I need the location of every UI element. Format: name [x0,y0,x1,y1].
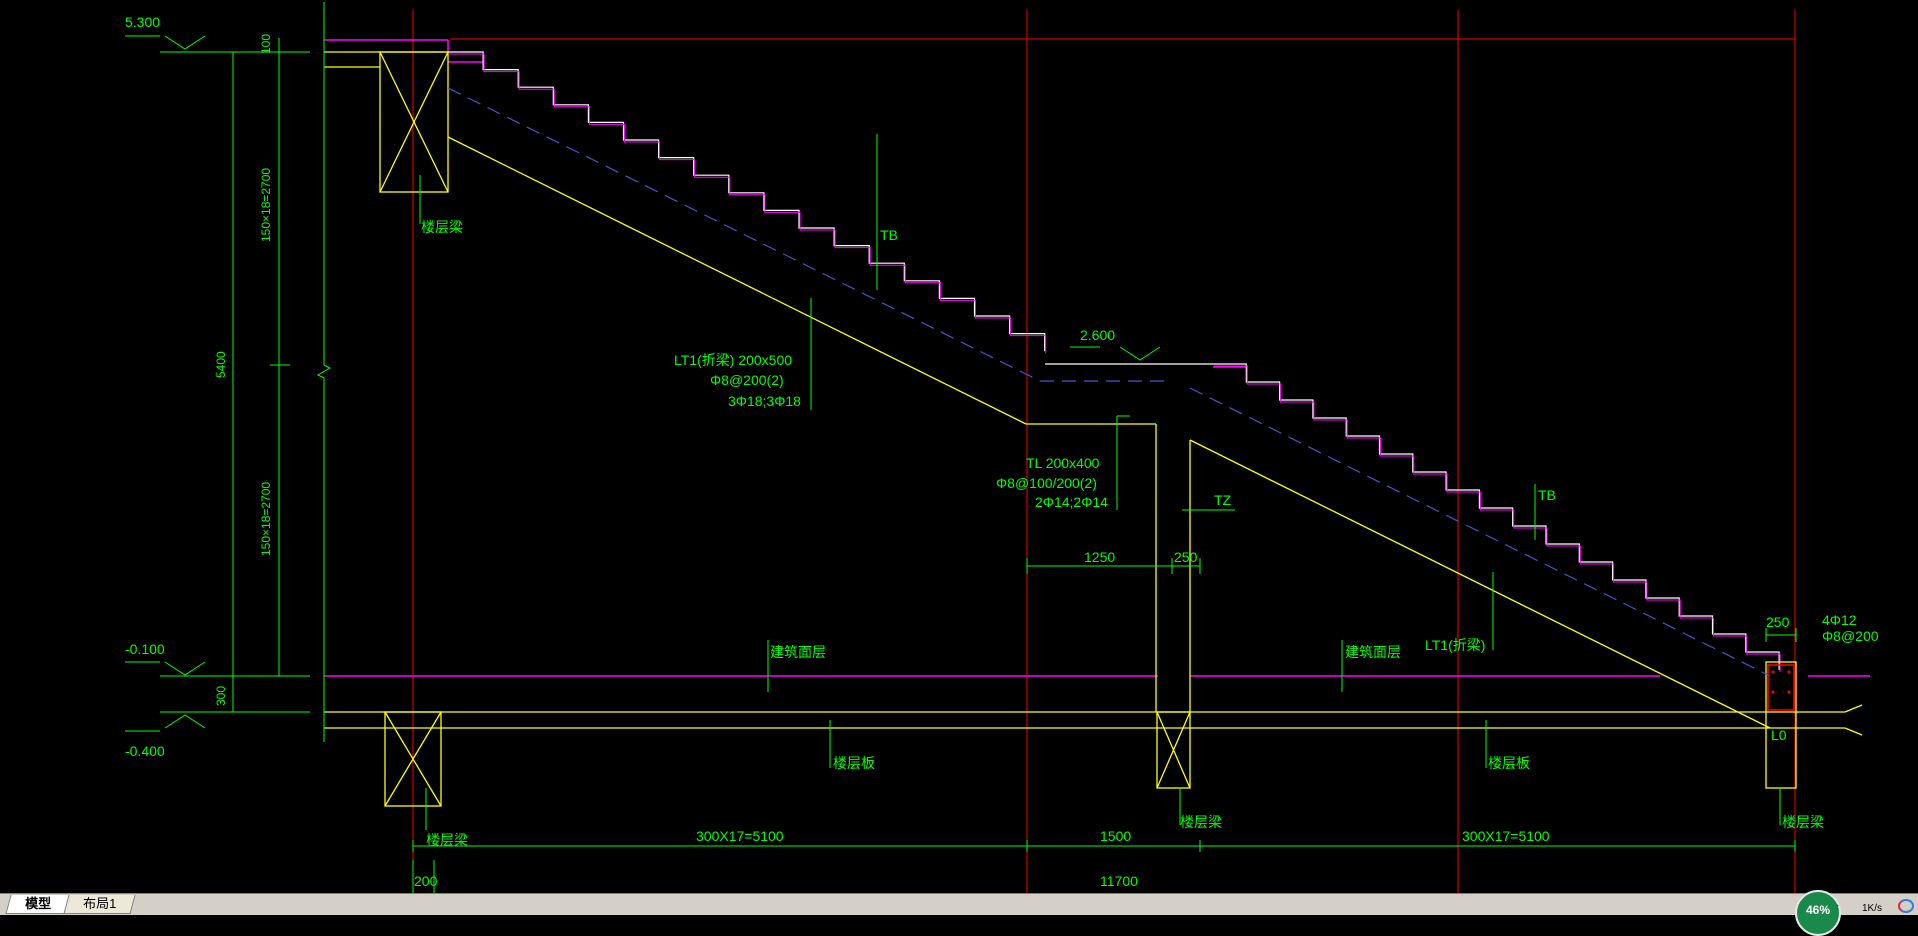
stair-flight [448,51,1046,352]
dim-250-col: 250 [1766,614,1790,630]
dim-flight2: 150×18=2700 [259,482,273,556]
label-tl-line2: Φ8@100/200(2) [996,475,1097,491]
dimension-lines [125,2,1797,893]
dim-flight1: 150×18=2700 [259,168,273,242]
label-lt1-line3: 3Φ18;3Φ18 [728,393,801,409]
elev-mid: 2.600 [1080,327,1115,343]
cad-drawing-canvas[interactable]: 5.300 2.600 -0.100 -0.400 100 150×18=270… [0,0,1918,893]
label-lt1-line2: Φ8@200(2) [710,372,784,388]
label-tb-upper: TB [880,227,898,243]
stair-steps [448,51,1781,672]
column-section [1767,664,1795,711]
label-l0: L0 [1771,727,1787,743]
network-speed: 1K/s [1861,903,1882,914]
dim-300: 300 [214,686,228,706]
dim-run1: 300X17=5100 [696,828,784,844]
network-icon[interactable] [1898,899,1914,913]
dim-landing: 1500 [1100,828,1131,844]
label-beam-left: 楼层梁 [426,832,468,848]
dim-1250: 1250 [1084,549,1115,565]
finish-lines [324,39,1870,677]
dim-total-len: 11700 [1100,873,1138,889]
label-lt1-line1: LT1(折梁) 200x500 [674,352,792,368]
label-slab-right: 楼层板 [1488,755,1530,771]
tab-layout1-label: 布局1 [83,896,117,911]
network-gauge[interactable]: 46% [1795,890,1841,936]
elev-floor: -0.100 [125,641,165,657]
label-tz: TZ [1214,492,1232,508]
dim-run2: 300X17=5100 [1462,828,1550,844]
tab-model[interactable]: 模型 [5,895,71,914]
stair-finish [449,53,1047,354]
hidden-lines [447,87,1771,677]
label-beam-right: 楼层梁 [1782,814,1824,830]
label-col-reinf2: Φ8@200 [1822,628,1879,644]
dim-250-tz: 250 [1174,549,1198,565]
label-tl-line1: TL 200x400 [1026,455,1100,471]
axis-lines [412,10,1796,893]
label-beam-mid: 楼层梁 [1180,814,1222,830]
dim-200: 200 [414,873,438,889]
label-slab-left: 楼层板 [833,755,875,771]
tab-layout1[interactable]: 布局1 [63,895,136,914]
elev-bottom: -0.400 [125,743,165,759]
label-lt1-right: LT1(折梁) [1425,637,1485,653]
label-tb-lower: TB [1538,487,1556,503]
tab-model-label: 模型 [25,896,52,911]
dim-total: 5400 [214,351,228,378]
stair-finish [1214,365,1781,672]
structure-outline [324,51,1863,807]
label-beam-top: 楼层梁 [421,219,463,235]
label-tl-line3: 2Φ14;2Φ14 [1035,494,1108,510]
label-finish-left: 建筑面层 [770,644,826,660]
upload-arrow-icon: ↑ [1835,902,1840,913]
dim-100: 100 [259,34,273,54]
label-finish-right: 建筑面层 [1345,644,1401,660]
stair-flight [1213,363,1780,670]
elev-top: 5.300 [125,14,160,30]
layout-tab-bar: 模型 布局1 [0,893,1918,915]
label-col-reinf1: 4Φ12 [1822,612,1857,628]
